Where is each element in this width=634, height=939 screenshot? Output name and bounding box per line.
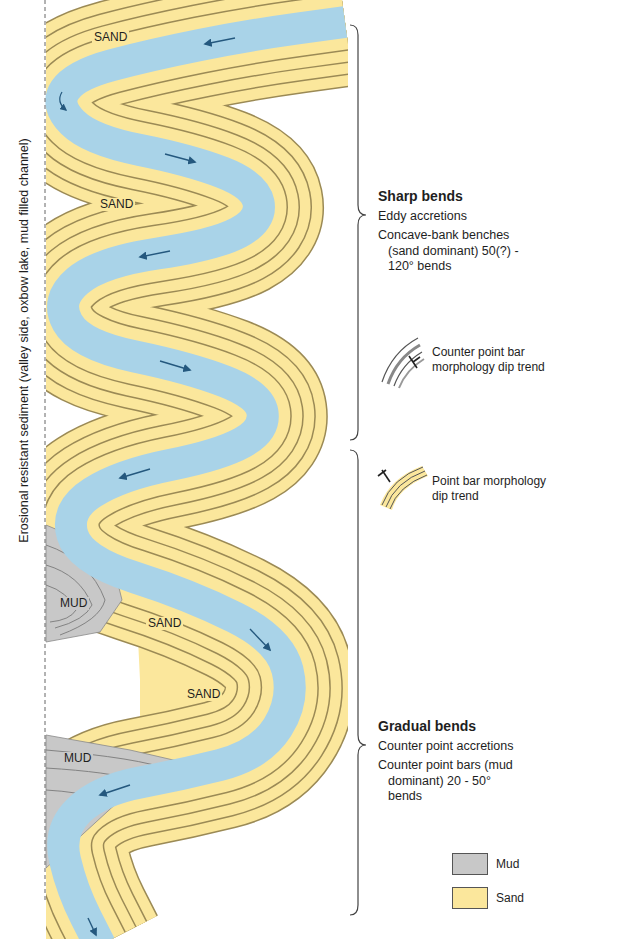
deposit-label: SAND (146, 617, 183, 630)
bracket (350, 450, 366, 915)
eddy-arrow (60, 92, 66, 110)
legend-swatch (452, 887, 488, 909)
margin-label: Erosional resistant sediment (valley sid… (17, 138, 32, 542)
legend-text: Counter point bar morphology dip trend (432, 345, 562, 375)
bracket (350, 25, 366, 440)
group-note: Counter point accretions (378, 739, 514, 755)
accretion-line (61, 22, 345, 939)
accretion-line (61, 22, 345, 939)
flow-arrows (88, 38, 270, 935)
counter-point-bar-symbol (382, 338, 424, 388)
legend-text: Mud (496, 857, 519, 872)
legend-text: Point bar morphology dip trend (432, 474, 562, 504)
legend-swatch (452, 853, 488, 875)
group-heading: Gradual bends (378, 718, 476, 736)
river-channel (61, 22, 345, 939)
deposit-label: MUD (58, 597, 89, 610)
sand-deposits (61, 22, 345, 939)
sand-band (61, 22, 345, 939)
deposit-label: MUD (62, 752, 93, 765)
deposit-label: SAND (185, 688, 222, 701)
valley-margin (45, 0, 46, 900)
accretion-line (61, 22, 345, 939)
accretion-line (61, 22, 345, 939)
deposit-label: SAND (98, 198, 135, 211)
sand-band (61, 22, 345, 939)
sand-band (61, 22, 345, 939)
legend-text: Sand (496, 891, 524, 906)
point-bar-symbol (378, 466, 428, 510)
group-note: Counter point bars (mud dominant) 20 - 5… (378, 758, 528, 805)
group-note: Concave-bank benches (sand dominant) 50(… (378, 228, 528, 275)
group-heading: Sharp bends (378, 188, 463, 206)
deposit-label: SAND (92, 31, 129, 44)
sand-band (61, 22, 345, 939)
group-note: Eddy accretions (378, 209, 467, 225)
